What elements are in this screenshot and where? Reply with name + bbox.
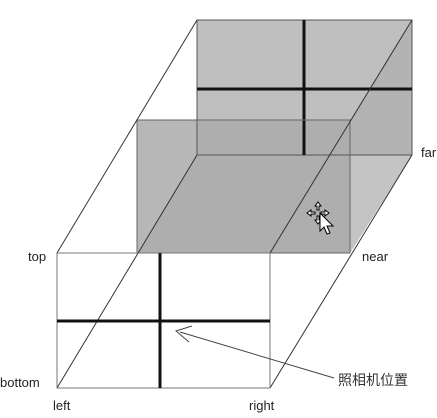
- label-near: near: [362, 249, 389, 264]
- label-right: right: [249, 398, 275, 413]
- label-bottom: bottom: [0, 375, 40, 390]
- label-far: far: [421, 145, 437, 160]
- edge-bottom-right: [269, 154, 413, 389]
- edge-bottom-left: [56, 154, 198, 389]
- move-cursor-icon: [306, 201, 335, 235]
- edge-top-left: [56, 19, 198, 254]
- label-camera-position: 照相机位置: [338, 372, 408, 388]
- edge-top-right: [269, 19, 413, 254]
- label-top: top: [28, 249, 47, 264]
- near-plane: [137, 120, 350, 253]
- camera-pointer-arrowhead: [174, 325, 193, 343]
- label-left: left: [53, 398, 71, 413]
- camera-pointer-line: [179, 331, 335, 379]
